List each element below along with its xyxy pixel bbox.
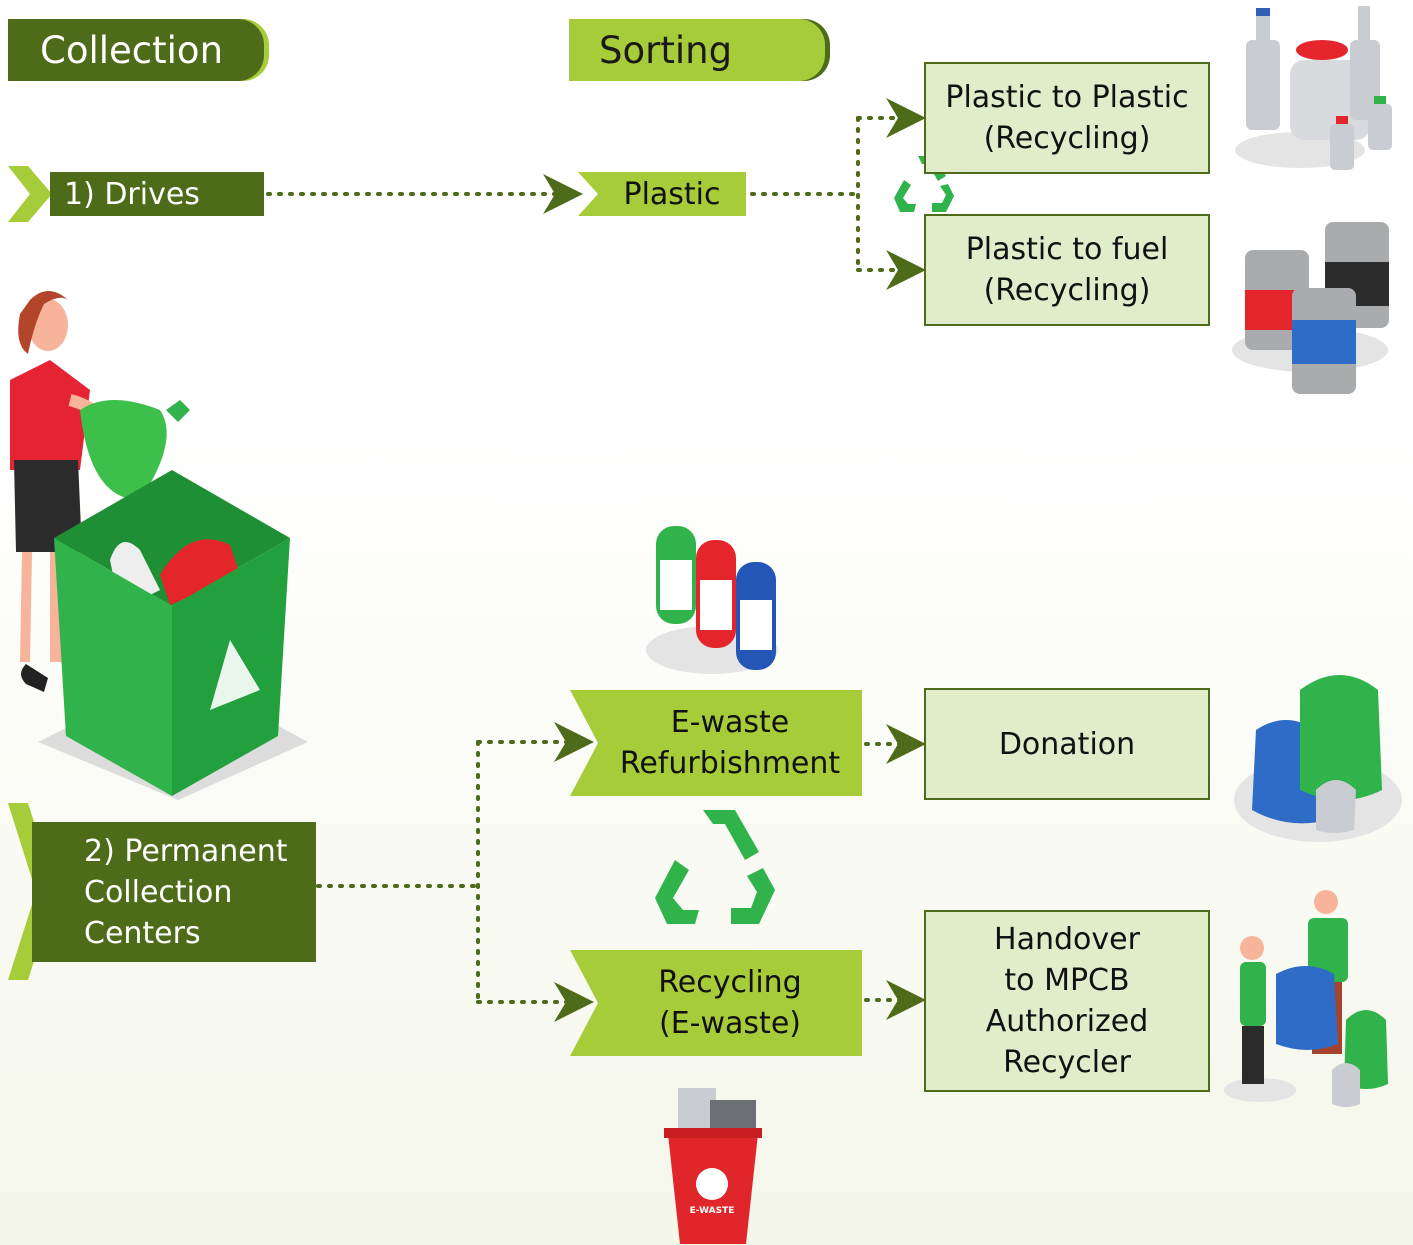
drives-chevron [8,166,52,222]
drives-label: 1) Drives [64,176,200,212]
people-handover-illustration [1224,890,1388,1107]
drives-node: 1) Drives [50,172,264,216]
recycling-ewaste-node: Recycling (E-waste) [570,950,862,1056]
plastic-to-fuel-label: Plastic to fuel (Recycling) [965,232,1169,308]
ewaste-refurbishment-label: E-waste Refurbishment [619,705,841,781]
cans-illustration [1232,222,1389,394]
plastic-to-plastic-label: Plastic to Plastic (Recycling) [945,80,1189,156]
collection-header-label: Collection [40,28,224,72]
plastic-to-plastic-box: Plastic to Plastic (Recycling) [924,62,1210,174]
recycling-ewaste-label: Recycling (E-waste) [658,965,802,1041]
bags-illustration [1234,675,1402,842]
donation-label: Donation [998,726,1136,762]
permanent-centers-label: 2) Permanent Collection Centers [84,833,288,951]
plastic-to-fuel-box: Plastic to fuel (Recycling) [924,214,1210,326]
collection-header: Collection [8,19,264,81]
woman-illustration [10,291,190,692]
sorting-header: Sorting [569,19,825,81]
sorting-header-label: Sorting [599,28,733,72]
green-bin-illustration [38,470,308,800]
plastic-label: Plastic [623,176,721,212]
ewaste-bin-label: E-WASTE [690,1206,735,1216]
red-ewaste-bin-illustration: E-WASTE [664,1088,762,1244]
plastic-node: Plastic [578,172,746,216]
recycle-icon-large [655,810,775,924]
permanent-centers-node: 2) Permanent Collection Centers [32,822,316,962]
handover-box: Handover to MPCB Authorized Recycler [924,910,1210,1092]
handover-label: Handover to MPCB Authorized Recycler [985,922,1149,1080]
bottles-illustration [1235,6,1392,170]
donation-box: Donation [924,688,1210,800]
ewaste-refurbishment-node: E-waste Refurbishment [570,690,862,796]
cylinder-bins-illustration [646,526,778,674]
